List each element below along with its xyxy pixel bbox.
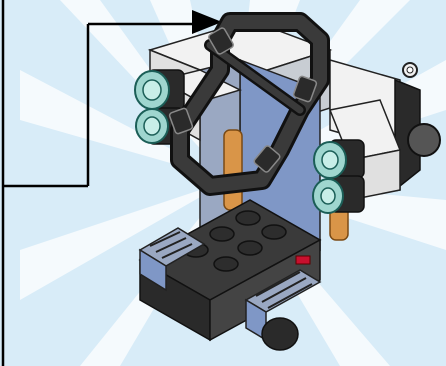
bottom-round-foot — [262, 318, 298, 350]
red-tile — [296, 256, 310, 264]
